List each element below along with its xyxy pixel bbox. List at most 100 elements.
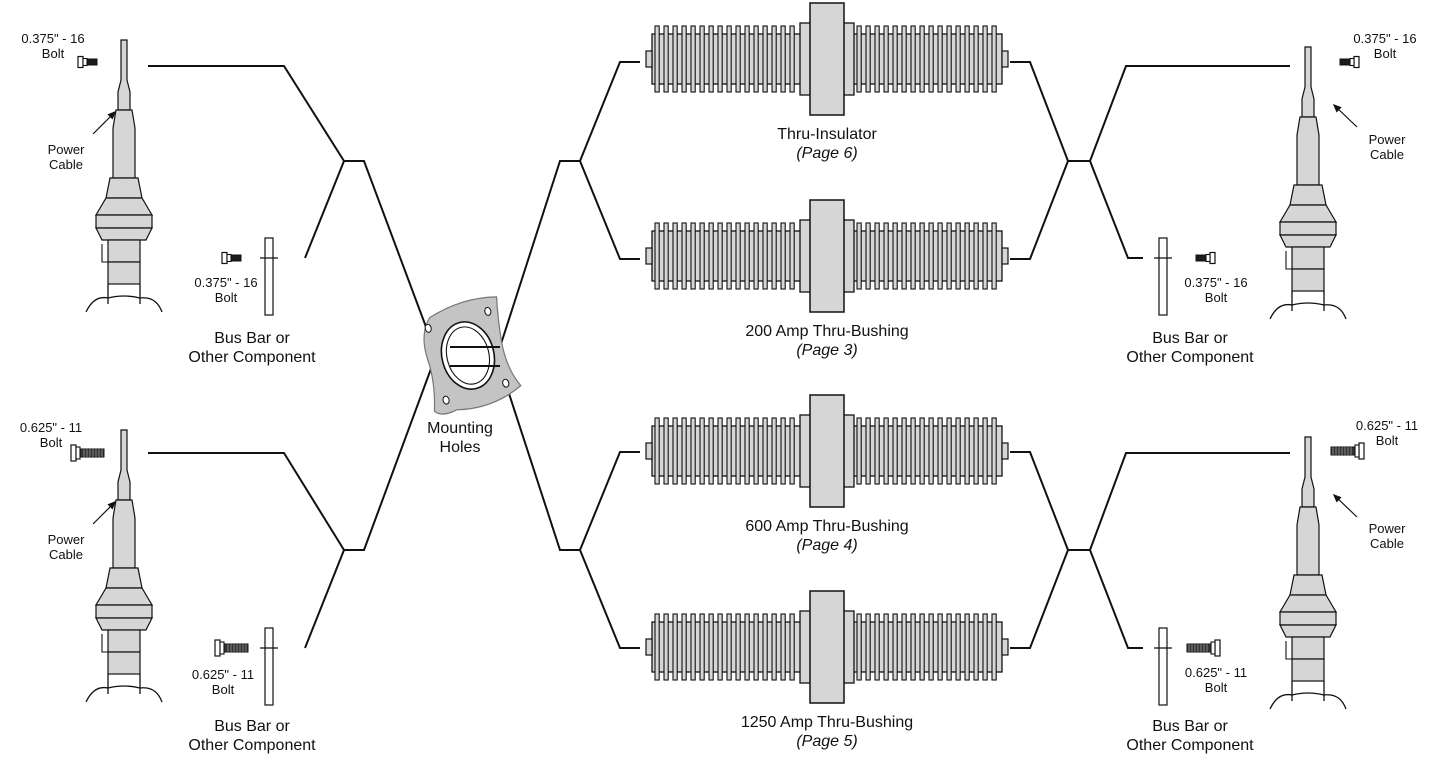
left-bottom-lower-line (304, 549, 345, 649)
bus-bar-line1: Bus Bar or (214, 330, 290, 347)
right-bottom-bus-bar (1154, 627, 1172, 706)
left-top-cable-arrow (92, 110, 117, 135)
right-top-fork-line (1068, 65, 1290, 162)
device-page-ref: (Page 3) (796, 341, 858, 359)
right-bottom-fork-bus-line (1089, 549, 1143, 649)
bolt-size: 0.375" - 16 (1353, 31, 1417, 46)
left-bottom-to-plate-line (344, 365, 433, 551)
center-to-upper-fork-line (499, 160, 580, 348)
left-top-cable-bolt (77, 55, 98, 69)
bolt-word: Bolt (1373, 46, 1397, 62)
fork-to-600-amp-line (579, 451, 640, 551)
left-top-bus-bolt-label: 0.375" - 16 Bolt (181, 275, 271, 306)
right-bottom-cable-bolt (1330, 442, 1365, 460)
mounting-holes-label: Mounting Holes (410, 420, 510, 458)
left-top-bus-bar-label: Bus Bar or Other Component (172, 330, 332, 368)
right-bottom-fork-line (1068, 452, 1290, 551)
left-bottom-cable-bolt-label: 0.625" - 11 Bolt (6, 420, 96, 451)
device-label-200-amp: 200 Amp Thru-Bushing (Page 3) (717, 323, 937, 361)
bolt-size: 0.375" - 16 (1184, 275, 1248, 290)
bolt-word: Bolt (39, 435, 63, 451)
right-top-power-cable-label: Power Cable (1357, 132, 1417, 163)
connection-lines (148, 61, 1290, 649)
device-page-ref: (Page 4) (796, 536, 858, 554)
bolt-word: Bolt (214, 290, 238, 306)
1250-amp-to-right-line (1010, 549, 1069, 649)
power-cables (85, 39, 1347, 710)
device-name: 200 Amp Thru-Bushing (745, 323, 909, 340)
device-name: 1250 Amp Thru-Bushing (740, 714, 914, 731)
bolts (70, 55, 1365, 657)
right-top-cable-arrow (1332, 103, 1358, 128)
bolt-size: 0.375" - 16 (21, 31, 85, 46)
right-top-bus-bolt-label: 0.375" - 16 Bolt (1171, 275, 1261, 306)
right-bottom-bus-bar-label: Bus Bar or Other Component (1110, 718, 1270, 756)
right-top-bus-bar-label: Bus Bar or Other Component (1110, 330, 1270, 368)
left-bottom-bus-bolt-label: 0.625" - 11 Bolt (178, 667, 268, 698)
600-amp-to-right-line (1010, 451, 1069, 551)
bus-bar-line1: Bus Bar or (214, 718, 290, 735)
pointer-arrows (92, 103, 1358, 525)
fork-to-200-amp-line (579, 160, 640, 260)
fork-to-1250-amp-line (579, 549, 640, 649)
bolt-size: 0.625" - 11 (191, 667, 255, 682)
left-top-power-cable-label: Power Cable (36, 142, 96, 173)
bolt-word: Bolt (1375, 433, 1399, 449)
bus-bar-line2: Other Component (188, 348, 316, 366)
left-bottom-power-cable-label: Power Cable (36, 532, 96, 563)
power-word: Power (47, 532, 85, 547)
left-bottom-upper-line (148, 452, 345, 551)
right-top-cable-bolt (1339, 55, 1360, 69)
cable-word: Cable (1370, 536, 1404, 552)
right-top-bus-bolt (1195, 251, 1216, 265)
right-bottom-cable-bolt-label: 0.625" - 11 Bolt (1342, 418, 1432, 449)
left-top-to-plate-line (344, 160, 433, 344)
bolt-word: Bolt (211, 682, 235, 698)
mounting-plate (423, 296, 522, 415)
bus-bar-line1: Bus Bar or (1152, 718, 1228, 735)
device-label-1250-amp: 1250 Amp Thru-Bushing (Page 5) (707, 714, 947, 752)
left-top-cable-bolt-label: 0.375" - 16 Bolt (8, 31, 98, 62)
bus-bar-line1: Bus Bar or (1152, 330, 1228, 347)
left-top-bus-bolt (221, 251, 242, 265)
right-bottom-power-cable (1269, 436, 1347, 710)
fork-to-thru-insulator-line (579, 61, 640, 162)
bolt-size: 0.375" - 16 (194, 275, 258, 290)
bus-bars (260, 237, 1172, 706)
left-top-power-cable (85, 39, 163, 313)
left-top-upper-line (148, 65, 345, 162)
right-bottom-bus-bolt-label: 0.625" - 11 Bolt (1171, 665, 1261, 696)
right-top-bus-bar (1154, 237, 1172, 316)
bolt-word: Bolt (41, 46, 65, 62)
left-bottom-power-cable (85, 429, 163, 703)
bus-bar-line2: Other Component (1126, 736, 1254, 754)
device-page-ref: (Page 6) (796, 144, 858, 162)
200-amp-to-right-line (1010, 160, 1069, 260)
cable-word: Cable (49, 547, 83, 563)
right-bottom-cable-arrow (1332, 493, 1358, 518)
600-amp-thru-bushing-body (645, 394, 1009, 508)
right-top-fork-bus-line (1089, 160, 1143, 259)
right-bottom-bus-bolt (1186, 639, 1221, 657)
left-bottom-cable-arrow (92, 500, 117, 525)
left-bottom-cable-bolt (70, 444, 105, 462)
bus-bar-line2: Other Component (188, 736, 316, 754)
200-amp-thru-bushing-body (645, 199, 1009, 313)
power-word: Power (47, 142, 85, 157)
thru-insulator-to-right-line (1010, 61, 1069, 162)
bus-bar-line2: Other Component (1126, 348, 1254, 366)
right-top-power-cable (1269, 46, 1347, 320)
bolt-size: 0.625" - 11 (1184, 665, 1248, 680)
left-top-bus-bar (260, 237, 278, 316)
bolt-word: Bolt (1204, 680, 1228, 696)
bolt-size: 0.625" - 11 (1355, 418, 1419, 433)
right-bottom-power-cable-label: Power Cable (1357, 521, 1417, 552)
thru-insulator-body (645, 2, 1009, 116)
left-bottom-bus-bar (260, 627, 278, 706)
left-bottom-bus-bolt (214, 639, 249, 657)
right-top-cable-bolt-label: 0.375" - 16 Bolt (1340, 31, 1430, 62)
power-word: Power (1368, 521, 1406, 536)
left-bottom-bus-bar-label: Bus Bar or Other Component (172, 718, 332, 756)
